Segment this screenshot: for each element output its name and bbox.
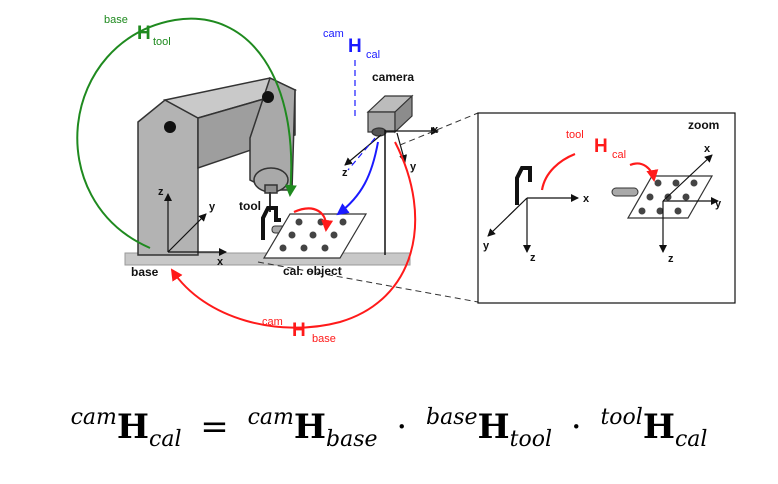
svg-text:z: z (342, 167, 348, 179)
svg-text:cam: cam (262, 316, 283, 328)
zoom-label: zoom (688, 118, 719, 132)
eq-term-2: baseHtool (426, 405, 553, 452)
dashed-cam-axis (347, 137, 376, 171)
camera-label: camera (372, 70, 414, 84)
label-tool-H-cal: tool H cal (566, 129, 626, 161)
svg-text:cam: cam (323, 28, 344, 40)
svg-text:base: base (104, 14, 128, 26)
svg-text:z: z (530, 252, 536, 264)
base-frame: x z y (158, 186, 227, 268)
camera-frame: x y z (342, 124, 439, 179)
svg-text:z: z (668, 253, 674, 265)
svg-text:x: x (432, 124, 439, 136)
eq-lhs: camHcal (70, 405, 182, 452)
arrow-cam-cal (336, 141, 379, 216)
label-base-H-tool: base H tool (104, 14, 171, 48)
zoom-line-top (399, 112, 479, 146)
svg-text:tool: tool (566, 129, 584, 141)
arrow-zoom-cal (629, 162, 659, 182)
zoom-tool-frame: x z y (483, 166, 590, 264)
eq-dot-1: · (396, 407, 408, 447)
svg-text:y: y (410, 161, 417, 173)
svg-text:cal: cal (366, 49, 380, 61)
eq-equals: = (200, 407, 229, 447)
arrow-base-tool (76, 17, 297, 249)
base-label: base (131, 265, 159, 279)
label-cam-H-base: cam H base (262, 316, 336, 345)
svg-text:y: y (483, 240, 490, 252)
cal-object-label: cal. object (283, 264, 342, 278)
eq-dot-2: · (570, 407, 582, 447)
arrow-tool-cal (293, 207, 334, 232)
eq-term-3: toolHcal (600, 405, 708, 452)
svg-text:H: H (348, 36, 362, 57)
svg-text:z: z (158, 186, 164, 198)
robot-arm (137, 76, 298, 256)
zoom-cal-plate: x y z (611, 143, 722, 265)
svg-text:y: y (209, 201, 216, 213)
eq-term-1: camHbase (247, 405, 378, 452)
svg-text:cal: cal (612, 149, 626, 161)
tool-label: tool (239, 199, 261, 213)
transform-equation: camHcal = camHbase · baseHtool · toolHca… (0, 405, 778, 465)
calibration-diagram: x z y x y z zoom (76, 14, 736, 345)
arrow-zoom-tool-cal (540, 152, 576, 191)
zoom-line-bottom (257, 261, 479, 303)
svg-text:H: H (137, 23, 151, 44)
svg-text:y: y (715, 198, 722, 210)
svg-text:H: H (292, 320, 306, 341)
svg-text:H: H (594, 136, 608, 157)
svg-text:x: x (704, 143, 711, 155)
svg-text:tool: tool (153, 36, 171, 48)
svg-text:x: x (217, 256, 224, 268)
svg-text:base: base (312, 333, 336, 345)
svg-text:x: x (583, 193, 590, 205)
arrow-cam-base (170, 141, 417, 329)
label-cam-H-cal: cam H cal (323, 28, 380, 61)
camera (366, 94, 414, 137)
